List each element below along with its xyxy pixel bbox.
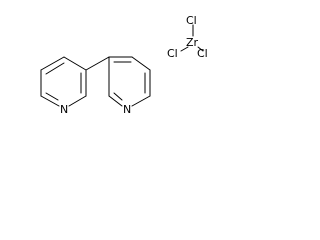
pyridine-ring-right (108, 56, 151, 107)
zirconium-label: Zr (186, 36, 199, 49)
chloride-left-label: Cl (167, 47, 178, 60)
biaryl-bond (85, 56, 110, 71)
pyridine-ring-left (40, 56, 87, 107)
nitrogen-left-label: N (60, 103, 68, 116)
nitrogen-right-label: N (123, 103, 131, 116)
chemical-structure: N N Cl Zr Cl Cl (40, 14, 208, 116)
zirconium-trichloride: Cl Zr Cl Cl (167, 14, 208, 60)
chloride-right-label: Cl (197, 47, 208, 60)
chloride-top-label: Cl (186, 14, 197, 27)
